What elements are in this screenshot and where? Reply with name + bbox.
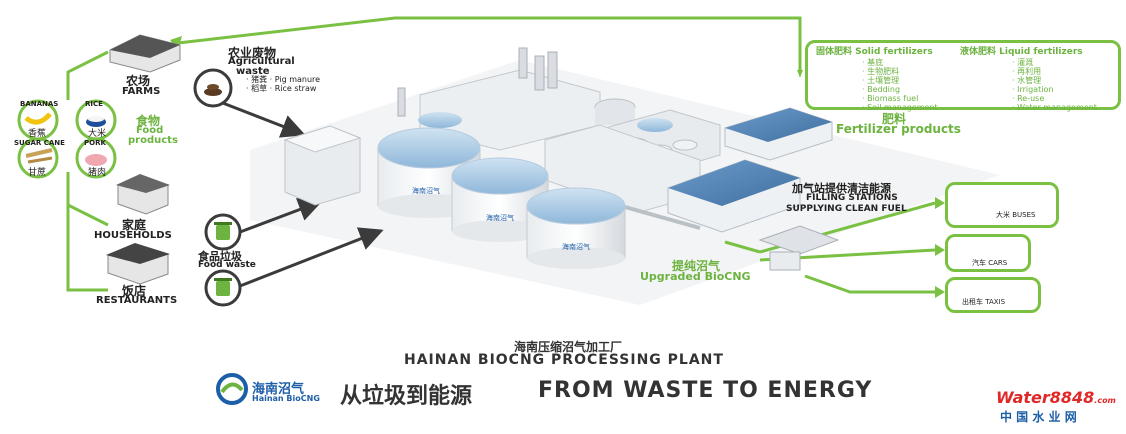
solid-item: · 基底 xyxy=(862,58,884,67)
liquid-item: · Re-use xyxy=(1012,94,1045,103)
agri-waste-zh: 农业废物 xyxy=(228,46,277,60)
solid-fertilizer-title: 固体肥料 Solid fertilizers xyxy=(816,47,933,57)
pork-zh: 猪肉 xyxy=(88,168,107,178)
watermark-zh: 中 国 水 业 网 xyxy=(1000,410,1077,424)
food-waste-zh: 食品垃圾 xyxy=(198,250,242,263)
filling-station-en2: SUPPLYING CLEAN FUEL xyxy=(786,204,907,214)
tank-2 xyxy=(451,157,549,242)
food-zh: 食物 xyxy=(136,114,161,128)
sugarcane-en: SUGAR CANE xyxy=(14,139,65,147)
liquid-item: · Irrigation xyxy=(1012,85,1054,94)
plant-title-en: HAINAN BIOCNG PROCESSING PLANT xyxy=(404,352,724,368)
sugarcane-circle xyxy=(17,137,59,179)
rice-en: RICE xyxy=(85,100,103,108)
biocng-zh: 提纯沼气 xyxy=(672,259,721,273)
liquid-item: · 再利用 xyxy=(1012,67,1042,76)
tank-label-2: 海南沼气 xyxy=(486,214,514,222)
watermark-main: Water8848 xyxy=(996,388,1095,407)
tank-label-1: 海南沼气 xyxy=(412,187,440,195)
food-en1: Food xyxy=(136,125,164,136)
food-en2: products xyxy=(128,135,178,146)
fertilizer-box xyxy=(805,40,1121,110)
manure-icon xyxy=(193,68,233,108)
fertilizer-products-en: Fertilizer products xyxy=(836,122,961,136)
farms-en: FARMS xyxy=(122,86,161,97)
food-waste-icon-1 xyxy=(204,213,242,251)
food-waste-icon-2 xyxy=(204,269,242,307)
slogan-en: FROM WASTE TO ENERGY xyxy=(538,378,873,403)
liquid-item: · 灌溉 xyxy=(1012,58,1034,67)
household-building xyxy=(116,174,170,215)
banana-en: BANANAS xyxy=(20,100,59,108)
farm-building xyxy=(109,34,181,73)
banana-icon xyxy=(24,112,52,125)
bus-box xyxy=(945,182,1059,228)
rice-icon xyxy=(86,116,106,127)
households-en: HOUSEHOLDS xyxy=(94,230,172,241)
agri-waste-en1: Agricultural xyxy=(228,56,295,67)
solid-item: · Biomass fuel xyxy=(862,94,919,103)
pork-en: PORK xyxy=(84,139,106,147)
digester-tanks xyxy=(377,127,626,269)
food-circles xyxy=(17,99,117,179)
taxi-label: 出租车 TAXIS xyxy=(962,298,1006,306)
watermark-logo: Water8848.com xyxy=(996,388,1116,407)
watermark-com: .com xyxy=(1094,396,1116,405)
car-box xyxy=(945,234,1031,272)
filling-station-zh: 加气站提供清洁能源 xyxy=(792,182,891,195)
solid-item: · 土壤管理 xyxy=(862,76,900,85)
liquid-item: · 水管理 xyxy=(1012,76,1042,85)
biocng-en: Upgraded BioCNG xyxy=(640,270,751,283)
farms-zh: 农场 xyxy=(126,74,151,88)
sugarcane-zh: 甘蔗 xyxy=(28,168,47,178)
agri-waste-en2: waste xyxy=(236,66,270,77)
liquid-fertilizer-title: 液体肥料 Liquid fertilizers xyxy=(960,47,1083,57)
filling-station-en1: FILLING STATIONS xyxy=(806,193,898,203)
rice-zh: 大米 xyxy=(88,129,107,139)
restaurant-building xyxy=(106,243,170,285)
restaurants-en: RESTAURANTS xyxy=(96,295,178,306)
bus-label: 大米 BUSES xyxy=(996,211,1036,219)
sugarcane-icon xyxy=(25,148,53,164)
solid-item: · Bedding xyxy=(862,85,901,94)
fertilizer-products-zh: 肥料 xyxy=(882,112,907,126)
logo-zh: 海南沼气 xyxy=(252,382,305,397)
straw-label: · 稻草 · Rice straw xyxy=(246,84,317,93)
solid-item: · 生物肥料 xyxy=(862,67,900,76)
plant-title-zh: 海南压缩沼气加工厂 xyxy=(514,340,623,354)
hainan-logo-icon xyxy=(216,373,248,405)
pork-icon xyxy=(85,154,107,166)
tank-label-3: 海南沼气 xyxy=(562,243,590,251)
solid-item: · Soil management xyxy=(862,103,938,112)
car-label: 汽车 CARS xyxy=(972,259,1008,267)
manure-label: · 猪粪 · Pig manure xyxy=(246,75,321,84)
solid-fertilizer-list: · 基底 · 生物肥料 · 土壤管理 · Bedding · Biomass f… xyxy=(862,58,938,112)
logo-en: Hainan BioCNG xyxy=(252,394,320,403)
input-arrows xyxy=(214,98,384,288)
households-zh: 家庭 xyxy=(122,218,147,232)
restaurants-zh: 饭店 xyxy=(122,284,147,298)
taxi-box xyxy=(945,277,1041,313)
slogan-zh: 从垃圾到能源 xyxy=(340,384,473,409)
banana-zh: 香蕉 xyxy=(28,129,47,139)
food-waste-en: Food waste xyxy=(198,260,256,270)
liquid-fertilizer-list: · 灌溉 · 再利用 · 水管理 · Irrigation · Re-use ·… xyxy=(1012,58,1097,112)
tank-3 xyxy=(526,187,626,269)
liquid-item: · Water management xyxy=(1012,103,1097,112)
